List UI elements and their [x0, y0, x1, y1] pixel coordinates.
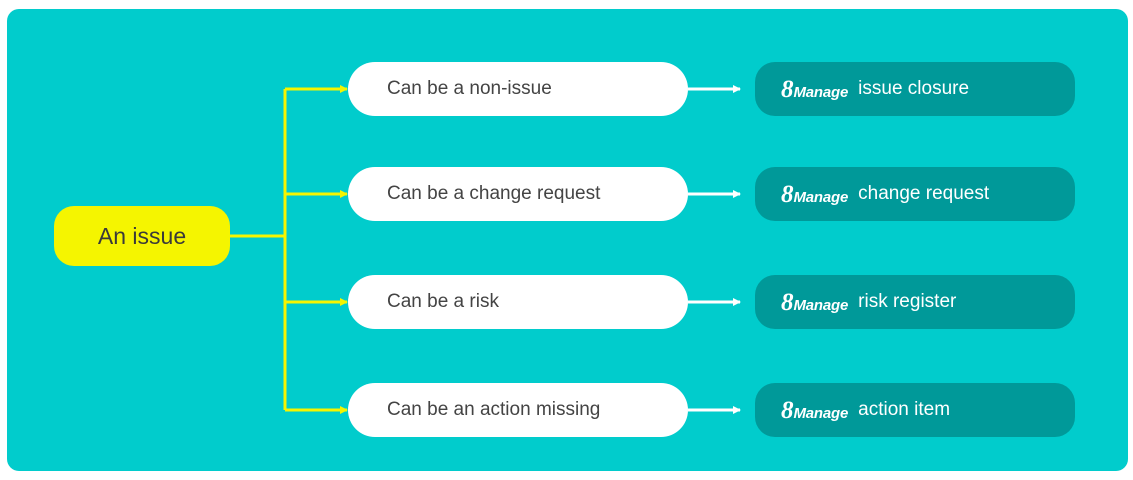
- case-node-label: Can be a non-issue: [387, 78, 552, 99]
- brand-logo: 8 Manage: [781, 290, 848, 315]
- brand-number: 8: [781, 180, 794, 208]
- target-node-risk-register: 8 Manage risk register: [755, 275, 1075, 329]
- connectors: [230, 85, 741, 414]
- target-node-label: action item: [858, 399, 951, 420]
- target-node-action-item: 8 Manage action item: [755, 383, 1075, 437]
- brand-word: Manage: [793, 296, 849, 314]
- diagram-panel: An issue Can be a non-issue 8 Manage iss…: [7, 9, 1128, 471]
- brand-logo: 8 Manage: [781, 77, 848, 102]
- case-node-change-request: Can be a change request: [348, 167, 688, 221]
- case-node-risk: Can be a risk: [348, 275, 688, 329]
- brand-word: Manage: [793, 188, 849, 206]
- brand-logo: 8 Manage: [781, 398, 848, 423]
- target-node-label: issue closure: [858, 78, 970, 99]
- source-node-an-issue: An issue: [54, 206, 230, 266]
- brand-number: 8: [781, 396, 794, 424]
- case-node-label: Can be a change request: [387, 183, 601, 204]
- brand-logo: 8 Manage: [781, 182, 848, 207]
- target-node-label: risk register: [858, 291, 957, 312]
- case-node-label: Can be an action missing: [387, 399, 601, 420]
- brand-number: 8: [781, 75, 794, 103]
- target-node-issue-closure: 8 Manage issue closure: [755, 62, 1075, 116]
- brand-number: 8: [781, 288, 794, 316]
- source-node-label: An issue: [97, 222, 187, 249]
- brand-word: Manage: [793, 83, 849, 101]
- case-node-non-issue: Can be a non-issue: [348, 62, 688, 116]
- target-node-label: change request: [858, 183, 990, 204]
- target-node-change-request: 8 Manage change request: [755, 167, 1075, 221]
- case-node-label: Can be a risk: [387, 291, 499, 312]
- case-node-action-missing: Can be an action missing: [348, 383, 688, 437]
- brand-word: Manage: [793, 404, 849, 422]
